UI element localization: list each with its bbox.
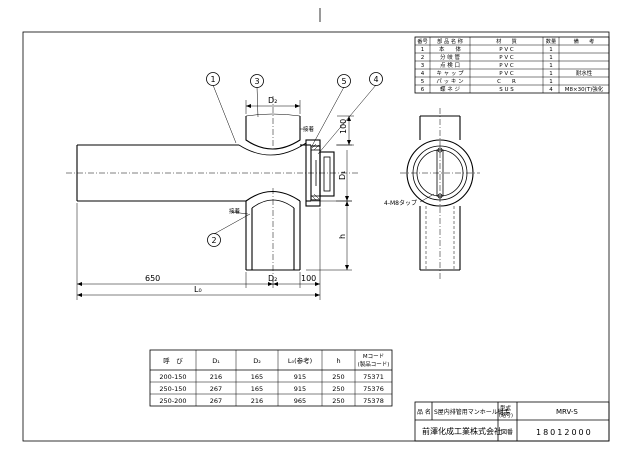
size-cell: 165 [251, 385, 263, 393]
parts-cell: 1 [549, 63, 553, 69]
dim-100-bottom: 100 [301, 274, 316, 283]
size-cell: 250-200 [159, 397, 186, 405]
parts-cell: 1 [549, 71, 553, 77]
parts-cell: 2 [421, 55, 425, 61]
title-dwg-value: 18012000 [536, 428, 593, 437]
parts-cell: 耐水性 [576, 69, 593, 77]
parts-cell: 5 [421, 79, 425, 85]
title-type-label-2: (略号) [499, 412, 513, 419]
size-header: h [336, 357, 340, 365]
parts-cell: 3 [421, 63, 425, 69]
balloon [369, 72, 383, 86]
note-weld-top: 接着 [303, 125, 315, 133]
parts-cell: 蝶 ネ ジ [440, 85, 460, 93]
balloon-label: 4 [373, 75, 378, 84]
parts-cell: キ ャ ッ プ [436, 70, 464, 77]
size-cell: 965 [294, 397, 306, 405]
parts-header: 数量 [546, 37, 556, 45]
size-cell: 216 [251, 397, 263, 405]
parts-cell: C R [497, 79, 516, 85]
parts-cell: 6 [421, 87, 425, 93]
size-cell: 75378 [363, 397, 384, 405]
side-view: 4-M8タップ [384, 108, 480, 280]
front-view: 1 3 2 4 5 D₂ 100 D₁ h D₂ 100 650 L₀ 接着 接着 [66, 72, 383, 300]
size-header: L₀(参考) [288, 356, 312, 365]
parts-cell: 4 [421, 71, 425, 77]
title-block: 品 名 S屋内排管用マンホール継手 型式 (略号) MRV-S 前澤化成工業株式… [414, 401, 610, 442]
balloon-label: 5 [341, 77, 346, 86]
parts-cell: 本 体 [439, 45, 462, 53]
balloon-label: 1 [210, 75, 215, 84]
dim-d1: D₁ [338, 171, 347, 180]
parts-header: 部 品 名 称 [437, 37, 463, 45]
parts-cell: M8×30(T)強化 [565, 85, 604, 93]
size-cell: 250-150 [159, 385, 186, 393]
parts-cell: 1 [549, 47, 553, 53]
title-type-value: MRV-S [556, 408, 578, 416]
size-cell: 200-150 [159, 373, 186, 381]
parts-cell: パ ッ キ ン [436, 78, 464, 85]
note-weld-bottom: 接着 [229, 207, 241, 215]
size-cell: 165 [251, 373, 263, 381]
dim-h: h [338, 234, 347, 239]
parts-header: 番号 [417, 38, 427, 45]
parts-cell: S U S [499, 87, 514, 93]
size-table: 呼 び D₁ D₂ L₀(参考) h Mコード(製品コード) 200-150 216 165 91… [149, 349, 393, 407]
title-name-value: S屋内排管用マンホール継手 [434, 408, 510, 416]
parts-cell: 4 [549, 87, 553, 93]
balloon [250, 74, 264, 88]
parts-cell: P V C [499, 47, 514, 53]
size-header: D₁ [212, 357, 220, 365]
title-type-label-1: 型式 [500, 404, 512, 412]
size-header: 呼 び [163, 356, 183, 365]
size-cell: 267 [210, 397, 222, 405]
parts-cell: 1 [421, 47, 425, 53]
parts-cell: P V C [499, 71, 514, 77]
note-tap: 4-M8タップ [384, 199, 417, 207]
dim-100-right: 100 [339, 119, 348, 134]
size-cell: 250 [332, 373, 344, 381]
size-cell: 250 [332, 397, 344, 405]
dim-d2-top: D₂ [268, 96, 277, 105]
balloon-label: 3 [254, 77, 259, 86]
size-header: D₂ [253, 357, 261, 365]
balloon-label: 2 [211, 236, 216, 245]
size-header: Mコード [363, 353, 384, 360]
parts-table: 番号 部 品 名 称 材 質 数量 備 考 1 本 体 P V C 1 2 分 岐 管 P V C 1 3… [414, 36, 610, 94]
size-cell: 75376 [363, 385, 384, 393]
balloon [337, 74, 351, 88]
parts-cell: 点 検 口 [440, 61, 460, 69]
parts-header: 材 質 [496, 37, 517, 45]
drawing-frame [22, 31, 610, 442]
parts-cell: 1 [549, 79, 553, 85]
title-name-label: 品 名 [417, 408, 431, 416]
dim-d2-bottom: D₂ [268, 274, 277, 283]
parts-cell: 分 岐 管 [440, 53, 460, 61]
balloon [206, 72, 220, 86]
title-company: 前澤化成工業株式会社 [422, 426, 502, 436]
size-cell: 915 [294, 373, 306, 381]
size-cell: 250 [332, 385, 344, 393]
size-cell: 267 [210, 385, 222, 393]
dim-650: 650 [145, 274, 160, 283]
parts-cell: P V C [499, 63, 514, 69]
parts-cell: P V C [499, 55, 514, 61]
parts-cell: 1 [549, 55, 553, 61]
size-cell: 915 [294, 385, 306, 393]
size-cell: 216 [210, 373, 222, 381]
size-cell: 75371 [363, 373, 384, 381]
dim-l0: L₀ [194, 285, 202, 294]
title-dwg-label: 図番 [501, 429, 513, 436]
parts-header: 備 考 [574, 37, 595, 45]
size-header: (製品コード) [358, 360, 390, 368]
balloon [207, 233, 221, 247]
